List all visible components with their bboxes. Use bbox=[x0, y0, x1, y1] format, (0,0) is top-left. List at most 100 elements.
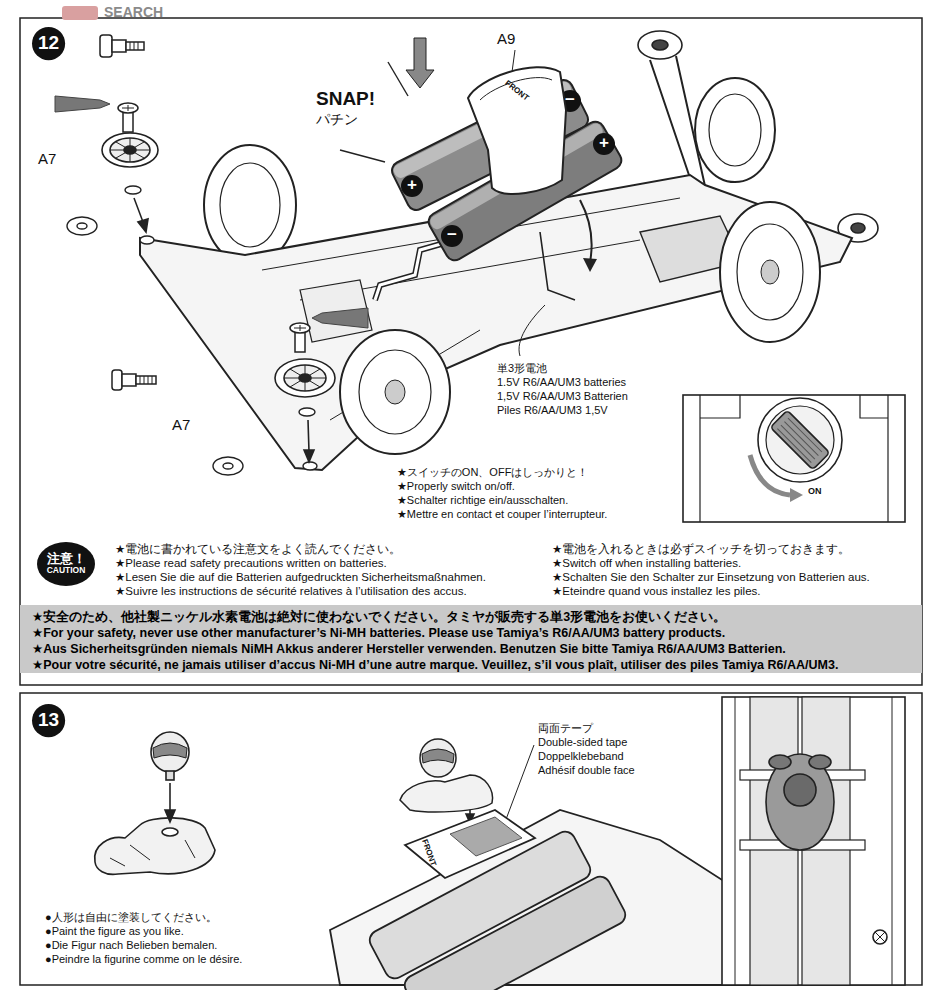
shoulder-screw bbox=[112, 40, 126, 52]
driver-figure bbox=[400, 775, 493, 812]
tape-label: 両面テープ bbox=[538, 722, 593, 735]
notice-text: ★Pour votre sécurité, ne jamais utiliser… bbox=[32, 657, 838, 673]
wheel bbox=[359, 350, 431, 434]
caution-note: ★Schalten Sie den Schalter zur Einsetzun… bbox=[552, 571, 870, 585]
driver-figure bbox=[95, 818, 215, 875]
roller-a7 bbox=[102, 133, 335, 397]
wheel bbox=[340, 330, 450, 454]
assembly-arrow bbox=[134, 198, 143, 222]
safety-band-fill bbox=[20, 605, 922, 673]
cap-screw bbox=[118, 103, 138, 113]
chassis bbox=[401, 873, 628, 990]
shoulder-screw bbox=[140, 376, 152, 384]
safety-band: ★安全のため、他社製ニッケル水素電池は絶対に使わないでください。タミヤが販売する… bbox=[20, 605, 922, 673]
motor-wire bbox=[540, 232, 575, 300]
shoulder-screw bbox=[136, 376, 156, 384]
wheel bbox=[720, 202, 820, 342]
sound-text: パチン bbox=[316, 111, 358, 128]
double-sided-tape bbox=[450, 817, 522, 856]
top-view bbox=[722, 697, 905, 985]
sound-text: SNAP! bbox=[316, 88, 375, 111]
watermark-logo bbox=[62, 6, 98, 20]
shoulder-screw bbox=[126, 42, 144, 50]
top-view bbox=[784, 774, 816, 806]
cap-screw bbox=[294, 325, 306, 331]
roller bbox=[638, 31, 682, 59]
washer bbox=[67, 217, 97, 235]
notice-text: ★Aus Sicherheitsgründen niemals NiMH Akk… bbox=[32, 641, 786, 657]
panel-frame bbox=[20, 18, 922, 985]
caution-note: ★Suivre les instructions de sécurité rel… bbox=[115, 585, 467, 599]
glue-tube bbox=[312, 308, 368, 328]
cap-screw bbox=[122, 105, 134, 111]
step-number-fill bbox=[32, 704, 65, 737]
driver-figure bbox=[95, 732, 215, 874]
switch-inset bbox=[790, 488, 803, 502]
panel-frame bbox=[20, 18, 922, 685]
chassis bbox=[140, 236, 154, 244]
notice-text: ★For your safety, never use other manufa… bbox=[32, 625, 725, 641]
node-label: 13 bbox=[38, 710, 59, 731]
tape-label: Adhésif double face bbox=[538, 764, 635, 777]
switch-label: ON bbox=[808, 486, 822, 497]
battery-label: 1,5V R6/AA/UM3 Batterien bbox=[497, 390, 628, 403]
shoulder-screw bbox=[122, 374, 136, 386]
roller-a7 bbox=[299, 374, 311, 382]
part-label: A7 bbox=[172, 416, 190, 434]
leader-line bbox=[505, 50, 545, 822]
shoulder-screw bbox=[100, 35, 156, 390]
paint-note: ●Peindre la figurine comme on le désire. bbox=[45, 953, 242, 966]
cap-screw bbox=[290, 323, 310, 333]
washer bbox=[223, 463, 233, 469]
wheel bbox=[204, 145, 296, 265]
assembly-arrow bbox=[138, 219, 148, 232]
top-view bbox=[766, 754, 834, 850]
step-number-fill bbox=[32, 27, 65, 60]
assembly-arrow bbox=[169, 783, 171, 812]
driver-figure bbox=[422, 749, 454, 763]
roller-a7 bbox=[284, 365, 326, 391]
paint-note: ●Die Figur nach Belieben bemalen. bbox=[45, 939, 217, 952]
top-view bbox=[722, 697, 905, 985]
washer bbox=[67, 186, 315, 475]
snap-mark bbox=[388, 62, 408, 96]
switch-note: ★Properly switch on/off. bbox=[397, 480, 515, 493]
wheel bbox=[695, 78, 775, 182]
chassis bbox=[405, 810, 535, 878]
driver-figure bbox=[420, 739, 456, 777]
caution-badge-fill bbox=[37, 542, 95, 586]
roller-a7 bbox=[284, 365, 326, 391]
front-bumper bbox=[650, 56, 705, 186]
top-view bbox=[875, 932, 885, 942]
switch-inset bbox=[750, 455, 790, 495]
assembly-arrow bbox=[308, 420, 309, 452]
front-mark: FRONT bbox=[503, 79, 531, 104]
node-label: 注意！ bbox=[47, 552, 86, 566]
roller-a7 bbox=[110, 138, 150, 162]
battery-holder bbox=[468, 67, 566, 194]
roller bbox=[851, 223, 865, 233]
glue-tube bbox=[55, 96, 110, 112]
polarity-mark: + bbox=[404, 175, 420, 195]
washer bbox=[77, 223, 87, 229]
battery-terminal-mark bbox=[401, 175, 423, 197]
switch-inset bbox=[766, 406, 834, 474]
tape-label: Doppelklebeband bbox=[538, 750, 624, 763]
chassis bbox=[303, 462, 317, 470]
shoulder-screw bbox=[100, 35, 112, 57]
roller-a7 bbox=[124, 146, 136, 154]
washer bbox=[213, 457, 243, 475]
switch-note: ★Schalter richtige ein/ausschalten. bbox=[397, 494, 568, 507]
glue-tube bbox=[55, 96, 368, 328]
chassis bbox=[330, 810, 760, 990]
watermark: SEARCH bbox=[104, 4, 163, 21]
top-view bbox=[735, 697, 892, 985]
battery-terminal-mark bbox=[593, 133, 615, 155]
switch-note: ★スイッチのON、OFFはしっかりと！ bbox=[397, 466, 588, 479]
battery-terminal-mark bbox=[441, 225, 463, 247]
polarity-mark: − bbox=[562, 90, 578, 110]
roller-a7 bbox=[102, 133, 158, 167]
battery-label: 単3形電池 bbox=[497, 362, 547, 375]
